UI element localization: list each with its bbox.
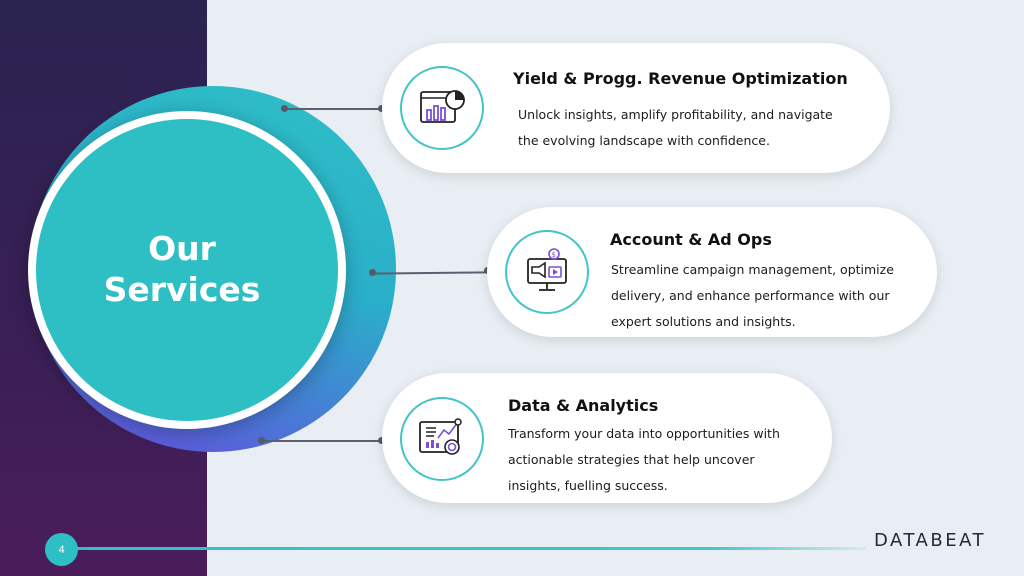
service-title: Data & Analytics xyxy=(508,396,659,415)
description-line: delivery, and enhance performance with o… xyxy=(611,288,890,303)
description-line: Transform your data into opportunities w… xyxy=(508,426,780,441)
connector-dot xyxy=(258,437,265,444)
ad-campaign-monitor-icon: $ xyxy=(527,248,567,291)
description-line: Streamline campaign management, optimize xyxy=(611,262,894,277)
description-line: Unlock insights, amplify profitability, … xyxy=(518,107,833,122)
connector-3 xyxy=(261,440,383,442)
connector-dot xyxy=(369,269,376,276)
service-icon-circle xyxy=(400,66,484,150)
connector-dot xyxy=(378,437,385,444)
connector-1 xyxy=(284,108,384,110)
description-line: expert solutions and insights. xyxy=(611,314,796,329)
service-title: Yield & Progg. Revenue Optimization xyxy=(513,69,848,88)
title-circle: Our Services xyxy=(28,111,346,429)
logo-text: DATABEAT xyxy=(874,530,987,551)
footer-line xyxy=(76,547,866,550)
page-title: Our Services xyxy=(104,228,261,310)
service-icon-circle xyxy=(400,397,484,481)
connector-dot xyxy=(378,105,385,112)
service-icon-circle: $ xyxy=(505,230,589,314)
title-circle-inner: Our Services xyxy=(36,119,338,421)
page-number-badge: 4 xyxy=(45,533,78,566)
databeat-logo: DATABEAT xyxy=(874,530,984,556)
service-description: Streamline campaign management, optimize… xyxy=(611,257,894,335)
description-line: actionable strategies that help uncover xyxy=(508,452,755,467)
description-line: the evolving landscape with confidence. xyxy=(518,133,770,148)
analytics-dashboard-icon xyxy=(419,418,462,455)
revenue-chart-icon xyxy=(420,90,465,123)
title-line-1: Our xyxy=(148,229,216,268)
service-description: Unlock insights, amplify profitability, … xyxy=(518,102,833,154)
connector-dot xyxy=(281,105,288,112)
service-description: Transform your data into opportunities w… xyxy=(508,421,780,499)
description-line: insights, fuelling success. xyxy=(508,478,668,493)
service-title: Account & Ad Ops xyxy=(610,230,772,249)
title-line-2: Services xyxy=(103,270,261,309)
svg-text:$: $ xyxy=(552,251,556,259)
